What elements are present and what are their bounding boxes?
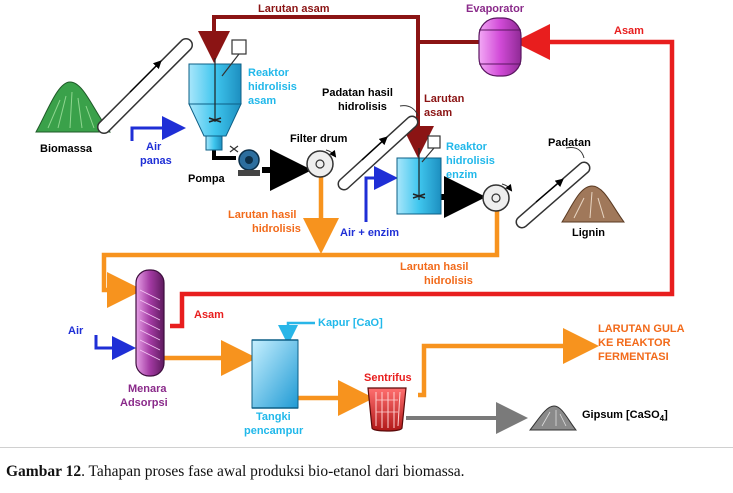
pompa [229, 145, 260, 176]
label-reaktor-asam-1: Reaktor [248, 67, 290, 79]
conveyor-biomassa [97, 38, 193, 134]
label-evaporator: Evaporator [466, 3, 525, 15]
hidrolisis-collector-line [101, 208, 500, 308]
label-larutan-hasil-right-1: Larutan hasil [400, 261, 468, 273]
label-padatan-hasil-2: hidrolisis [338, 101, 387, 113]
label-reaktor-asam-3: asam [248, 95, 276, 107]
label-tangki-2: pencampur [244, 425, 304, 437]
air-enzim-line [364, 166, 398, 222]
gipsum-subscript: 4 [660, 414, 665, 423]
label-asam-left: Asam [194, 309, 224, 321]
label-biomassa: Biomassa [40, 143, 93, 155]
sentrifus [367, 387, 407, 432]
output-gula-line [418, 328, 599, 398]
lignin-pile [561, 185, 625, 223]
evaporator [478, 17, 522, 77]
label-sentrifus: Sentrifus [364, 372, 412, 384]
larutan-asam-top-line [198, 15, 479, 63]
air-line [94, 335, 136, 360]
filter-drum-2 [482, 183, 513, 212]
kapur-line [278, 321, 315, 345]
caption-label: Gambar 12 [6, 463, 82, 480]
label-filter-drum: Filter drum [290, 133, 348, 145]
label-larutan-hasil-right-2: hidrolisis [424, 275, 473, 287]
reactor-to-pump-line [212, 150, 236, 160]
label-air-enzim: Air + enzim [340, 227, 399, 239]
label-air-panas-2: panas [140, 155, 172, 167]
figure-caption: Gambar 12. Tahapan proses fase awal prod… [6, 463, 726, 481]
biomassa-pile [35, 81, 112, 133]
gipsum-pile [528, 405, 578, 431]
label-gipsum: Gipsum [CaSO4] [582, 409, 668, 423]
label-air-panas-1: Air [146, 141, 162, 153]
label-menara-2: Adsorpsi [120, 397, 168, 409]
gipsum-text: Gipsum [CaSO [582, 409, 660, 421]
diagram-canvas: Larutan asam Evaporator Asam Reaktor hid… [35, 3, 685, 437]
tangki-pencampur [251, 339, 299, 409]
label-padatan-hasil-1: Padatan hasil [322, 87, 393, 99]
conveyor-padatan [515, 147, 591, 229]
reaktor-hidrolisis-enzim [396, 135, 442, 215]
label-pompa: Pompa [188, 173, 226, 185]
menara-adsorpsi [135, 269, 165, 377]
label-reaktor-enzim-3: enzim [446, 169, 477, 181]
label-larutan-asam-top: Larutan asam [258, 3, 330, 15]
label-menara-1: Menara [128, 383, 167, 395]
label-output-1: LARUTAN GULA [598, 323, 685, 335]
label-kapur: Kapur [CaO] [318, 317, 383, 329]
label-lignin: Lignin [572, 227, 605, 239]
conveyor-padatan-hasil [337, 105, 419, 191]
gipsum-close: ] [664, 409, 668, 421]
label-larutan-hasil-left-2: hidrolisis [252, 223, 301, 235]
label-asam-right: Asam [614, 25, 644, 37]
reaktor-hidrolisis-asam [188, 39, 247, 151]
label-output-3: FERMENTASI [598, 351, 669, 363]
air-panas-line [130, 116, 186, 141]
label-reaktor-enzim-2: hidrolisis [446, 155, 495, 167]
label-reaktor-asam-2: hidrolisis [248, 81, 297, 93]
caption-divider [0, 447, 733, 448]
caption-text: . Tahapan proses fase awal produksi bio-… [81, 463, 465, 480]
label-tangki-1: Tangki [256, 411, 291, 423]
label-larutan-hasil-left-1: Larutan hasil [228, 209, 296, 221]
label-reaktor-enzim-1: Reaktor [446, 141, 488, 153]
filter-drum-1 [306, 149, 337, 178]
label-larutan-asam-mid-1: Larutan [424, 93, 465, 105]
label-padatan: Padatan [548, 137, 591, 149]
label-air: Air [68, 325, 84, 337]
acid-return-line [170, 24, 675, 329]
label-larutan-asam-mid-2: asam [424, 107, 452, 119]
label-output-2: KE REAKTOR [598, 337, 671, 349]
